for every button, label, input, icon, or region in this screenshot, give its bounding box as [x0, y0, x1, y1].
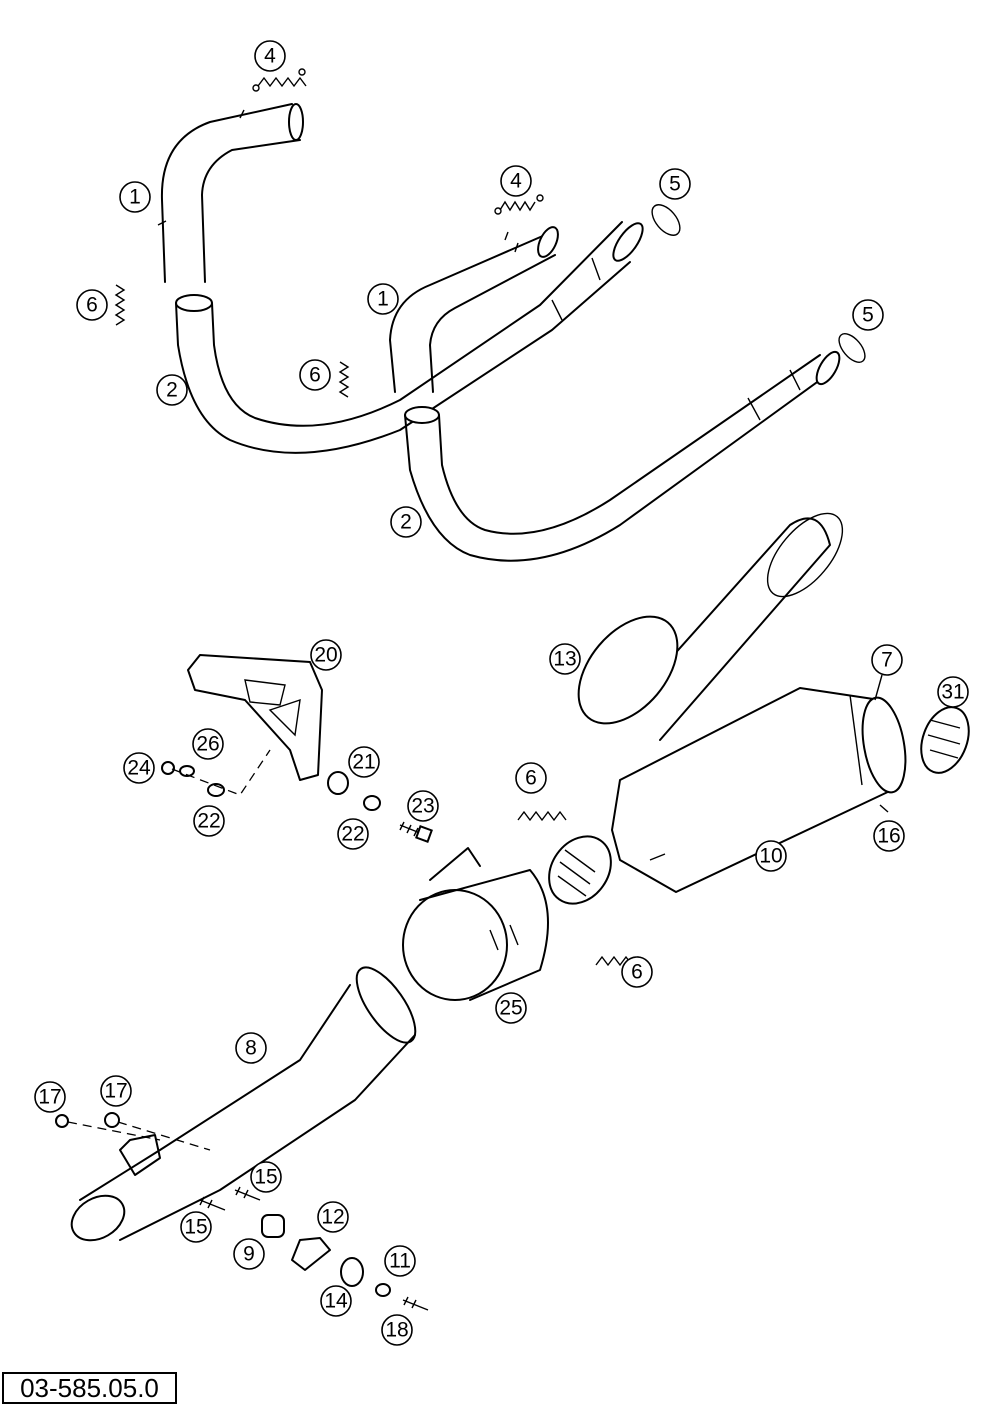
- callout-22: 22: [193, 805, 225, 837]
- callout-label: 31: [941, 681, 964, 704]
- callout-31: 31: [937, 676, 969, 708]
- callout-6: 6: [621, 956, 653, 988]
- callout-label: 14: [324, 1290, 348, 1313]
- callout-label: 1: [129, 186, 141, 209]
- callout-15: 15: [180, 1211, 212, 1243]
- callout-label: 15: [254, 1166, 277, 1189]
- callout-label: 5: [862, 304, 874, 327]
- header-pipe-2-right: [404, 350, 841, 562]
- header-pipe-2-left: [175, 221, 644, 454]
- callout-label: 15: [184, 1216, 207, 1239]
- spring-4-middle: [494, 194, 544, 215]
- callout-label: 7: [881, 649, 893, 672]
- callout-label: 18: [385, 1319, 408, 1342]
- callout-label: 13: [553, 648, 576, 671]
- end-cap-31: [920, 706, 970, 774]
- callout-label: 12: [321, 1206, 344, 1229]
- callout-12: 12: [317, 1201, 349, 1233]
- callout-6: 6: [299, 359, 331, 391]
- callout-20: 20: [310, 639, 342, 671]
- rear-pipe-8: [70, 966, 417, 1242]
- callout-label: 20: [314, 644, 337, 667]
- callout-label: 4: [264, 45, 276, 68]
- spring-4-upper: [252, 68, 307, 92]
- callout-label: 26: [196, 733, 219, 756]
- callout-22: 22: [337, 818, 369, 850]
- callout-label: 1: [377, 288, 389, 311]
- callout-4: 4: [500, 165, 532, 197]
- callout-label: 4: [510, 170, 522, 193]
- hardware-lower: [55, 1112, 429, 1311]
- callout-label: 5: [669, 173, 681, 196]
- reference-number: 03-585.05.0: [2, 1372, 177, 1404]
- callout-label: 2: [400, 511, 412, 534]
- callout-25: 25: [495, 992, 527, 1024]
- callout-14: 14: [320, 1285, 352, 1317]
- callout-label: 25: [499, 997, 522, 1020]
- callout-8: 8: [235, 1032, 267, 1064]
- callout-24: 24: [123, 752, 155, 784]
- callout-label: 22: [197, 810, 220, 833]
- callout-label: 11: [389, 1250, 411, 1273]
- callout-9: 9: [233, 1238, 265, 1270]
- callout-17: 17: [100, 1075, 132, 1107]
- silencer-insulation-13: [577, 512, 844, 741]
- callout-label: 23: [411, 795, 434, 818]
- callout-label: 2: [166, 379, 178, 402]
- callout-1: 1: [119, 181, 151, 213]
- callout-label: 6: [309, 364, 321, 387]
- callout-16: 16: [873, 820, 905, 852]
- callout-label: 9: [243, 1243, 255, 1266]
- clamp-5-lower: [838, 333, 866, 363]
- callout-26: 26: [192, 728, 224, 760]
- clamp-5-upper: [651, 204, 681, 236]
- callout-23: 23: [407, 790, 439, 822]
- callout-5: 5: [852, 299, 884, 331]
- callout-15: 15: [250, 1161, 282, 1193]
- callout-1: 1: [367, 283, 399, 315]
- callout-11: 11: [384, 1245, 416, 1277]
- header-pipe-1-left: [157, 103, 304, 283]
- callout-17: 17: [34, 1081, 66, 1113]
- callout-6: 6: [515, 762, 547, 794]
- callout-label: 16: [877, 825, 900, 848]
- callout-2: 2: [156, 374, 188, 406]
- callout-label: 8: [245, 1037, 257, 1060]
- callout-label: 6: [631, 961, 643, 984]
- callout-label: 10: [759, 845, 782, 868]
- perforated-insert: [548, 835, 612, 905]
- callout-label: 22: [341, 823, 364, 846]
- callout-5: 5: [659, 168, 691, 200]
- spring-6-left: [114, 284, 126, 326]
- spring-6-middle: [338, 361, 350, 398]
- callout-label: 17: [104, 1080, 127, 1103]
- hardware-upper: [161, 749, 889, 843]
- silencer-bracket-25: [402, 847, 549, 1001]
- silencer-10: [611, 687, 907, 893]
- spring-6-silencer-top: [517, 810, 567, 822]
- mounting-bracket-20: [187, 654, 323, 781]
- callout-2: 2: [390, 506, 422, 538]
- callout-6: 6: [76, 289, 108, 321]
- callout-7: 7: [871, 644, 903, 676]
- callout-4: 4: [254, 40, 286, 72]
- callouts: 1 1 2 2 4 4 5 5 6 6 6 6 7 8 9 10 11 12 1…: [34, 40, 969, 1346]
- callout-21: 21: [348, 746, 380, 778]
- callout-label: 17: [38, 1086, 61, 1109]
- header-pipe-1-right: [389, 226, 559, 393]
- callout-13: 13: [549, 643, 581, 675]
- leader-line-7: [874, 674, 883, 701]
- callout-label: 24: [127, 757, 151, 780]
- callout-10: 10: [755, 840, 787, 872]
- callout-18: 18: [381, 1314, 413, 1346]
- callout-label: 6: [86, 294, 98, 317]
- callout-label: 21: [352, 751, 375, 774]
- callout-label: 6: [525, 767, 537, 790]
